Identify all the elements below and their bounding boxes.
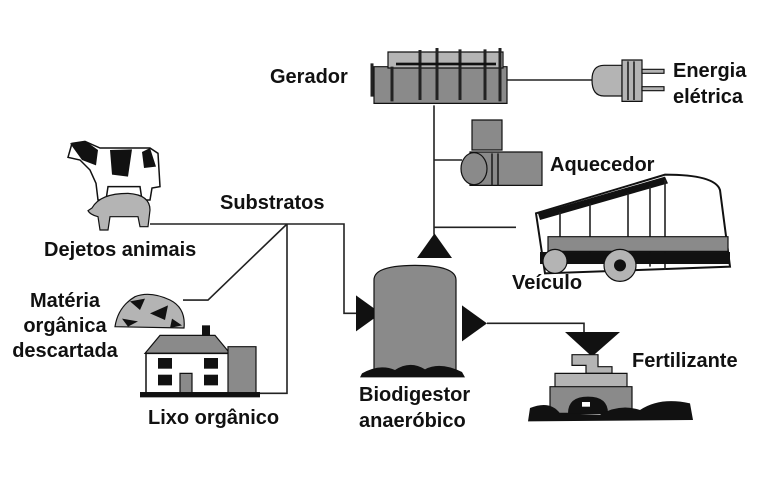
heater-icon: [461, 120, 542, 185]
cow-icon: [68, 141, 160, 200]
house-icon: [140, 325, 260, 398]
line-substrates: [150, 224, 358, 313]
animal-waste-label: Dejetos animais: [44, 239, 196, 261]
connector-lines: [150, 80, 592, 393]
line-fertilizer: [487, 323, 584, 333]
electric-plug-icon: [592, 60, 664, 101]
arrow-right-output-icon: [462, 305, 487, 342]
diagram-artwork: [68, 48, 730, 422]
organic-waste-label: Lixo orgânico: [148, 407, 279, 429]
fertilizer-icon: [528, 355, 693, 422]
biodigester-label-line2: anaeróbico: [359, 410, 466, 432]
organic-matter-label: Matéria orgânica descartada: [12, 290, 118, 362]
organic-matter-label-line3: descartada: [12, 340, 118, 362]
generator-label: Gerador: [270, 66, 348, 88]
biodigester-label-line1: Biodigestor: [359, 384, 470, 406]
line-organic-matter: [183, 224, 287, 300]
bus-icon: [536, 175, 730, 282]
generator-icon: [372, 48, 507, 103]
organic-matter-pile-icon: [115, 294, 184, 328]
biodigester-tank-icon: [360, 265, 465, 378]
energy-label-line2: elétrica: [673, 86, 744, 108]
energy-label-line1: Energia: [673, 60, 747, 82]
arrow-down-icon: [565, 332, 620, 357]
organic-matter-label-line2: orgânica: [23, 315, 107, 337]
substrates-label: Substratos: [220, 192, 324, 214]
vehicle-label: Veículo: [512, 272, 582, 294]
fertilizer-label: Fertilizante: [632, 350, 738, 372]
pig-icon: [88, 193, 150, 230]
organic-matter-label-line1: Matéria: [30, 290, 101, 312]
line-organic-waste: [255, 224, 287, 393]
arrow-up-icon: [417, 233, 452, 259]
arrow-right-input-icon: [356, 295, 381, 332]
heater-label: Aquecedor: [550, 154, 655, 176]
